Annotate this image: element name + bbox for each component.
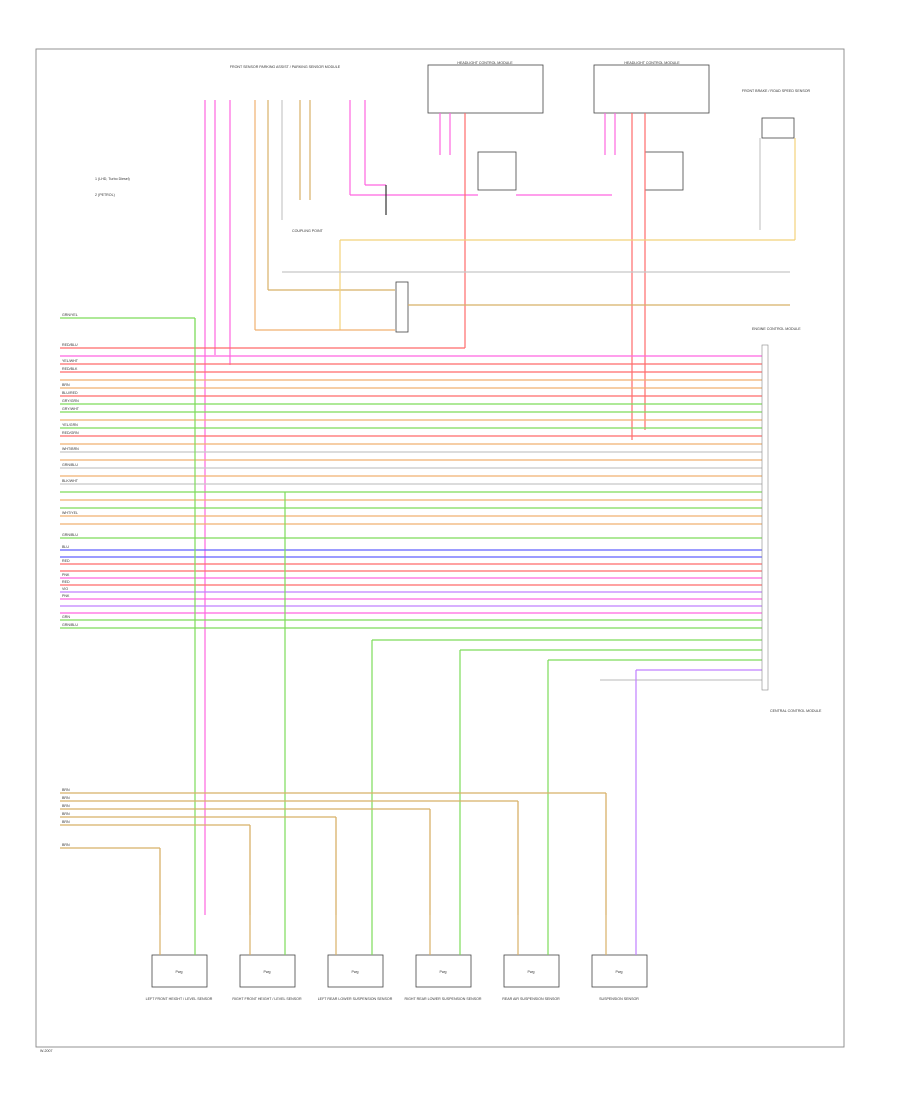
svg-text:BRN: BRN (62, 788, 70, 792)
svg-text:Pwg: Pwg (176, 970, 183, 974)
connector-label: COUPLING POINT (292, 229, 324, 233)
svg-text:Pwg: Pwg (440, 970, 447, 974)
svg-text:BLU/RED: BLU/RED (62, 391, 78, 395)
svg-text:BRN: BRN (62, 812, 70, 816)
svg-text:GRN: GRN (62, 615, 70, 619)
sensor-stubs (159, 915, 637, 955)
svg-text:RED: RED (62, 580, 70, 584)
svg-text:LEFT FRONT HEIGHT / LEVEL SENS: LEFT FRONT HEIGHT / LEVEL SENSOR (146, 997, 213, 1001)
svg-text:BRN: BRN (62, 843, 70, 847)
sensor-box-2 (239, 954, 296, 988)
svg-text:BRN: BRN (62, 383, 70, 387)
svg-text:LEFT REAR LOWER SUSPENSION SEN: LEFT REAR LOWER SUSPENSION SENSOR (318, 997, 393, 1001)
connector-box (395, 281, 409, 333)
svg-text:GRY/GRN: GRY/GRN (62, 399, 79, 403)
svg-text:GRN/BLU: GRN/BLU (62, 463, 78, 467)
central-module-label: CENTRAL CONTROL MODULE (770, 709, 822, 713)
module-d-box (761, 117, 795, 139)
svg-text:BRN: BRN (62, 820, 70, 824)
svg-text:PNK: PNK (62, 594, 70, 598)
svg-text:WHT/BRN: WHT/BRN (62, 447, 79, 451)
sensor-box-3 (327, 954, 384, 988)
sensor-box-4 (415, 954, 472, 988)
top-wires (204, 100, 796, 835)
module-a-label: FRONT SENSOR PARKING ASSIST / PARKING SE… (230, 65, 341, 69)
svg-text:GRN/BLU: GRN/BLU (62, 533, 78, 537)
sensor-badges: Pwg Pwg Pwg Pwg Pwg Pwg (176, 970, 623, 974)
module-c-label: HEADLIGHT CONTROL MODULE (624, 61, 680, 65)
legend-line-2: 2 (PETROL) (95, 193, 115, 197)
main-harness (60, 317, 762, 681)
module-c-box (593, 64, 710, 114)
svg-text:YEL/GRN: YEL/GRN (62, 423, 78, 427)
svg-text:RIGHT FRONT HEIGHT / LEVEL SEN: RIGHT FRONT HEIGHT / LEVEL SENSOR (232, 997, 302, 1001)
svg-text:GRN/BLU: GRN/BLU (62, 623, 78, 627)
switch-box-1 (477, 151, 517, 191)
sensor-box-1 (151, 954, 208, 988)
sensor-labels: LEFT FRONT HEIGHT / LEVEL SENSOR RIGHT F… (146, 997, 640, 1001)
legend-line-1: 1 (LHD, Turbo Diesel) (95, 177, 130, 181)
switch-box-2 (644, 151, 684, 191)
svg-text:Pwg: Pwg (616, 970, 623, 974)
ecm-label: ENGINE CONTROL MODULE (752, 327, 801, 331)
right-connector-column (761, 344, 769, 691)
sensor-boxes (151, 954, 648, 988)
svg-text:PNK: PNK (62, 573, 70, 577)
wire-labels: GRN/YEL RED/BLU YEL/WHT RED/BLK BRN BLU/… (62, 313, 80, 847)
svg-text:BLU: BLU (62, 545, 69, 549)
footer-code: W-2007 (40, 1049, 53, 1053)
diagram-frame (35, 48, 845, 1048)
svg-text:RIGHT REAR LOWER SUSPENSION SE: RIGHT REAR LOWER SUSPENSION SENSOR (404, 997, 481, 1001)
svg-text:BRN: BRN (62, 804, 70, 808)
svg-text:GRN/YEL: GRN/YEL (62, 313, 78, 317)
svg-text:SUSPENSION SENSOR: SUSPENSION SENSOR (599, 997, 639, 1001)
svg-text:RED: RED (62, 559, 70, 563)
svg-text:RED/BLU: RED/BLU (62, 343, 78, 347)
bottom-bus (60, 792, 607, 915)
sensor-box-6 (591, 954, 648, 988)
svg-text:Pwg: Pwg (352, 970, 359, 974)
svg-text:REAR AIR SUSPENSION SENSOR: REAR AIR SUSPENSION SENSOR (502, 997, 560, 1001)
module-b-box (427, 64, 544, 114)
svg-text:GRY/WHT: GRY/WHT (62, 407, 80, 411)
sensor-box-5 (503, 954, 560, 988)
svg-text:YEL/WHT: YEL/WHT (62, 359, 79, 363)
svg-text:Pwg: Pwg (264, 970, 271, 974)
svg-text:BLK/WHT: BLK/WHT (62, 479, 79, 483)
svg-text:RED/GRN: RED/GRN (62, 431, 79, 435)
svg-text:VIO: VIO (62, 587, 68, 591)
svg-text:Pwg: Pwg (528, 970, 535, 974)
module-d-label: FRONT BRAKE / ROAD SPEED SENSOR (742, 89, 811, 93)
module-b-label: HEADLIGHT CONTROL MODULE (457, 61, 513, 65)
svg-text:BRN: BRN (62, 796, 70, 800)
svg-text:WHT/YEL: WHT/YEL (62, 511, 78, 515)
sensor-drops (194, 340, 637, 915)
svg-text:RED/BLK: RED/BLK (62, 367, 78, 371)
